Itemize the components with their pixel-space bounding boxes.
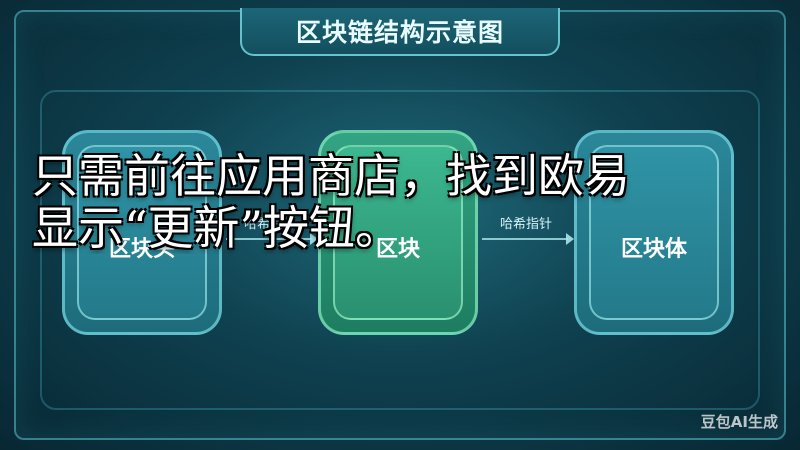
block-label: 区块	[375, 237, 420, 262]
diagram-title: 区块链结构示意图	[295, 18, 504, 47]
block-header: 区块头	[62, 130, 222, 335]
block-label: 区块体	[620, 237, 687, 262]
block-inner	[589, 145, 719, 320]
watermark: 豆包AI生成	[700, 413, 778, 431]
title-tab: 区块链结构示意图	[240, 8, 560, 56]
overlay-line-1: 只需前往应用商店，找到欧易	[32, 150, 630, 203]
block-label: 区块头	[108, 237, 175, 262]
block-main: 区块	[318, 130, 478, 335]
overlay-line-2: 显示“更新”按钮。	[32, 201, 402, 254]
overlay-caption: 只需前往应用商店，找到欧易 显示“更新”按钮。	[32, 150, 800, 254]
connector-label: 哈希指针	[244, 217, 297, 232]
block-inner	[333, 145, 463, 320]
block-inner	[77, 145, 207, 320]
arrow-connector	[482, 233, 574, 245]
connector-label: 哈希指针	[500, 217, 553, 232]
arrow-connector	[226, 233, 318, 245]
diagram-panel	[40, 90, 760, 410]
block-body: 区块体	[574, 130, 734, 335]
